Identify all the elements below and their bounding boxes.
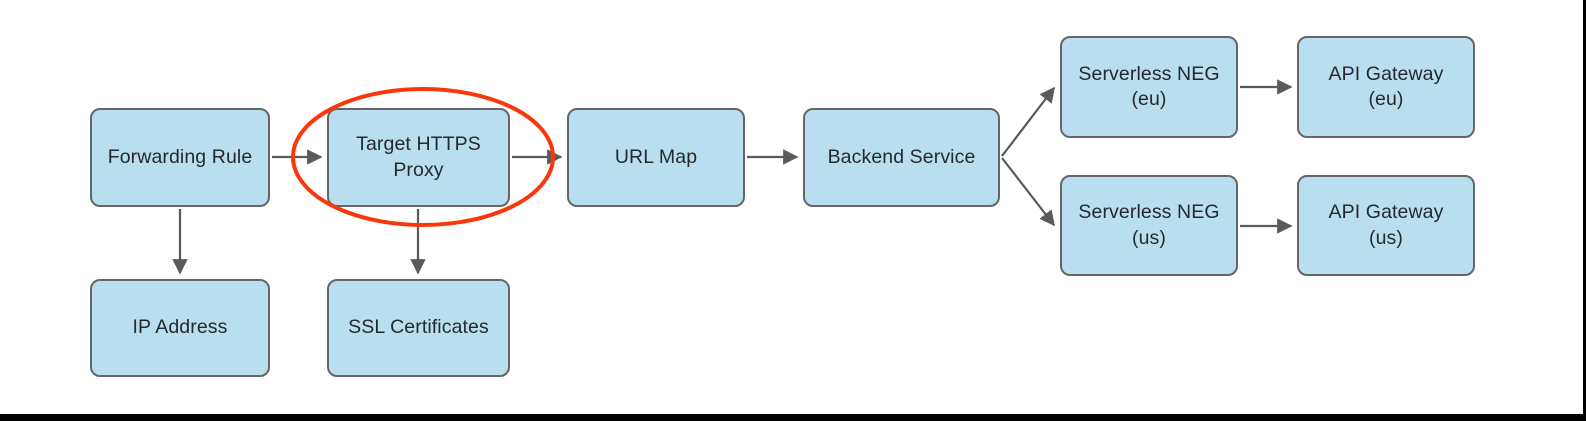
- edge-backend-service-to-serverless-neg-eu: [1001, 86, 1055, 157]
- frame-right-border: [1583, 0, 1586, 421]
- node-label-backend-service: Backend Service: [827, 145, 976, 168]
- node-target-https-proxy[interactable]: Target HTTPS Proxy: [327, 108, 510, 207]
- node-api-gateway-eu[interactable]: API Gateway (eu): [1297, 36, 1475, 138]
- node-url-map[interactable]: URL Map: [567, 108, 745, 207]
- node-label-url-map: URL Map: [614, 145, 698, 168]
- node-label-forwarding-rule: Forwarding Rule: [107, 145, 253, 168]
- edge-backend-service-to-serverless-neg-us: [1001, 157, 1055, 227]
- node-label-api-gateway-us: API Gateway (us): [1328, 201, 1444, 249]
- node-backend-service[interactable]: Backend Service: [803, 108, 1000, 207]
- node-api-gateway-us[interactable]: API Gateway (us): [1297, 175, 1475, 276]
- node-serverless-neg-eu[interactable]: Serverless NEG (eu): [1060, 36, 1238, 138]
- node-label-ssl-certificates: SSL Certificates: [348, 316, 489, 339]
- node-label-api-gateway-eu: API Gateway (eu): [1328, 62, 1444, 110]
- node-label-serverless-neg-eu: Serverless NEG (eu): [1078, 62, 1220, 110]
- node-ip-address[interactable]: IP Address: [90, 279, 270, 377]
- node-ssl-certificates[interactable]: SSL Certificates: [327, 279, 510, 377]
- node-forwarding-rule[interactable]: Forwarding Rule: [90, 108, 270, 207]
- node-label-serverless-neg-us: Serverless NEG (us): [1078, 201, 1220, 249]
- node-label-ip-address: IP Address: [132, 316, 228, 339]
- frame-bottom-border: [0, 414, 1586, 421]
- node-serverless-neg-us[interactable]: Serverless NEG (us): [1060, 175, 1238, 276]
- node-label-target-https-proxy: Target HTTPS Proxy: [356, 133, 481, 181]
